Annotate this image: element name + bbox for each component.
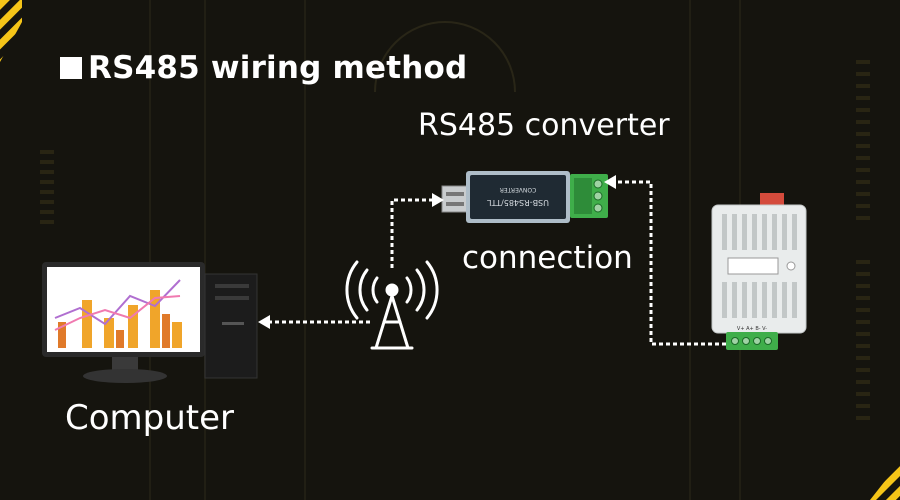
antenna-icon: [345, 260, 439, 350]
arrowheads: [258, 175, 616, 329]
connection-lines: [270, 180, 726, 346]
title-square-icon: [60, 57, 82, 79]
converter-label: RS485 converter: [418, 108, 670, 143]
converter-mark-2: CONVERTER: [500, 186, 537, 193]
converter-mark-1: USB-RS485/TTL: [486, 198, 549, 207]
arrow-into-computer: [258, 315, 270, 329]
sensor-terminal-labels: V+ A+ B- V-: [737, 326, 767, 332]
sensor-device-icon: V+ A+ B- V-: [711, 193, 807, 350]
page-title: RS485 wiring method: [60, 50, 467, 86]
line-converter-to-antenna: [390, 198, 440, 268]
page-title-text: RS485 wiring method: [88, 50, 468, 86]
usb-converter-icon: CONVERTER USB-RS485/TTL: [441, 171, 608, 223]
computer-icon: [42, 262, 258, 383]
arrow-into-usb: [432, 193, 444, 207]
hazard-stripe-bottom-right: [870, 462, 900, 500]
computer-label: Computer: [65, 398, 235, 438]
line-sensor-to-converter: [612, 180, 726, 346]
connection-label: connection: [462, 240, 633, 276]
arrow-into-converter: [604, 175, 616, 189]
hazard-stripe-top-left: [0, 0, 22, 62]
